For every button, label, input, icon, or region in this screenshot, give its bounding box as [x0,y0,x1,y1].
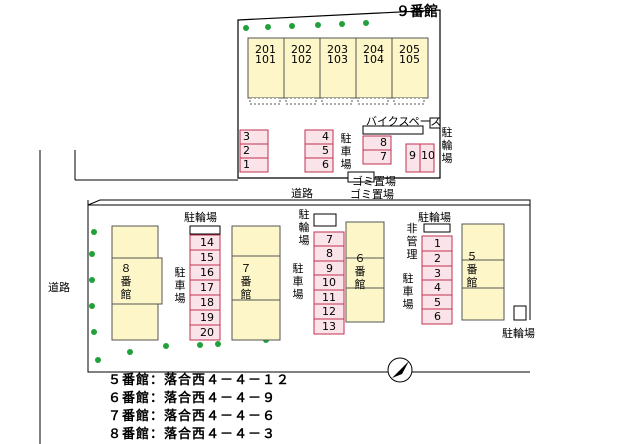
bicycle-label-c: 駐輪場 [418,211,451,224]
unit-104: 104 [363,53,384,66]
unit-103: 103 [327,53,348,66]
unit-202: 202 [291,43,312,56]
parking-slot: 3 [243,130,250,143]
garbage-area-top [347,171,375,183]
top-parking-label: 駐車場 [340,132,352,171]
top-bicycle-label: 駐輪場 [441,126,453,165]
parking-slot: 1 [243,158,250,171]
unit-105: 105 [399,53,420,66]
bottom-lot-boundary [87,199,531,206]
building-6 [345,221,385,323]
top-bicycle-box [429,117,441,129]
bike-space [362,125,424,135]
parking-slot: 9 [326,262,333,275]
bicycle-label-b: 駐輪場 [298,208,310,247]
parking-slot: 11 [322,291,336,304]
parking-label-b: 駐車場 [292,262,304,301]
building-6-label: ６番館 [354,252,366,291]
trees-top [243,20,369,31]
north-arrow-icon [387,357,413,383]
parking-slot: 14 [200,236,214,249]
parking-slot: 3 [434,267,441,280]
address-building-5: ５番館：落合西４－４－１２ [108,373,291,388]
unit-101: 101 [255,53,276,66]
bicycle-box-d [513,305,527,321]
parking-slot: 4 [322,130,329,143]
bike-slot: 9 [409,149,416,162]
bicycle-box-a [189,225,221,235]
parking-slot: 8 [326,247,333,260]
bicycle-box-c [423,223,451,233]
parking-slot: 15 [200,251,214,264]
parking-slot: 6 [322,158,329,171]
bicycle-label-a: 駐輪場 [184,211,217,224]
garbage-label-bottom: ゴミ置場 [350,188,394,201]
unit-201: 201 [255,43,276,56]
parking-1-6 [421,235,453,325]
building-8-label: ８番館 [120,262,132,301]
garbage-label-top: ゴミ置場 [352,175,396,188]
building-7 [231,225,281,341]
bike-slot: 10 [421,149,435,162]
parking-slot: 16 [200,266,214,279]
top-parking [239,129,435,173]
bike-space-label: バイクスペース [366,115,442,128]
building-5-label: ５番館 [466,250,478,289]
parking-slot: 2 [434,252,441,265]
parking-slot: 8 [380,136,387,149]
building-8 [111,225,163,341]
parking-slot: 6 [434,310,441,323]
parking-slot: 20 [200,326,214,339]
parking-slot: 4 [434,281,441,294]
road-label-left: 道路 [48,281,70,294]
parking-slot: 7 [380,150,387,163]
parking-slot: 10 [322,276,336,289]
parking-slot: 7 [326,233,333,246]
bicycle-box-b [313,213,337,227]
parking-slot: 2 [243,144,250,157]
parking-slot: 13 [322,320,336,333]
parking-slot: 5 [434,296,441,309]
building-5 [461,223,505,321]
road-label-top: 道路 [291,187,313,200]
parking-14-20 [189,234,221,341]
parking-7-13 [313,231,345,335]
parking-slot: 1 [434,237,441,250]
road-lines [39,150,530,444]
unit-203: 203 [327,43,348,56]
parking-slot: 17 [200,281,214,294]
address-list: ５番館：落合西４－４－１２ ６番館：落合西４－４－９ ７番館：落合西４－４－６ … [108,372,290,444]
address-building-7: ７番館：落合西４－４－６ [108,409,277,424]
non-managed-label: 非管理 [406,222,418,261]
unit-205: 205 [399,43,420,56]
parking-slot: 19 [200,311,214,324]
parking-slot: 5 [322,144,329,157]
building-9 [247,37,429,105]
parking-label-a: 駐車場 [174,266,186,305]
address-building-6: ６番館：落合西４－４－９ [108,391,277,406]
building-9-title: ９番館 [396,4,438,20]
bicycle-label-d: 駐輪場 [502,327,535,340]
unit-204: 204 [363,43,384,56]
unit-102: 102 [291,53,312,66]
parking-slot: 12 [322,305,336,318]
parking-slot: 18 [200,296,214,309]
building-7-label: ７番館 [240,262,252,301]
parking-label-c: 駐車場 [402,272,414,311]
address-building-8: ８番館：落合西４－４－３ [108,427,277,442]
